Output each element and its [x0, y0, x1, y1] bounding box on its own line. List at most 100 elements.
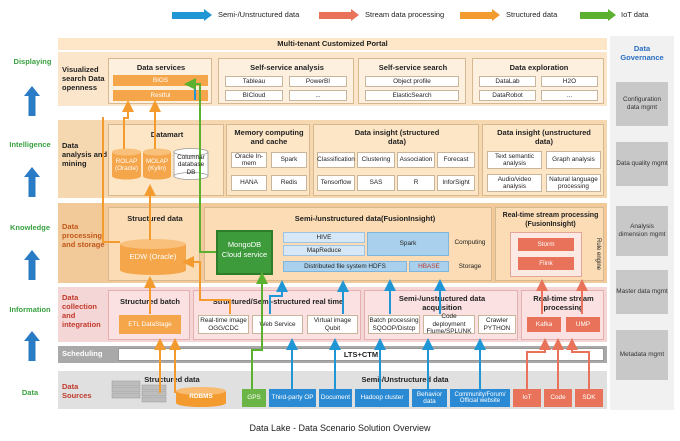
analysis-more-box[interactable]: ... — [289, 90, 347, 101]
governance-config[interactable]: Configuration data mgmt — [616, 82, 668, 126]
source-hadoop[interactable]: Hadoop cluster — [355, 389, 409, 407]
legend-arrow-iot-head-icon — [608, 9, 616, 21]
virtual-image-box[interactable]: Virtual image Qubit — [307, 315, 358, 334]
text-semantic-box[interactable]: Text semantic analysis — [487, 151, 542, 169]
bios-box[interactable]: BIOS — [113, 75, 208, 86]
molap-cylinder-icon — [143, 148, 171, 180]
hbase-box[interactable]: HBASE — [409, 261, 449, 272]
batch-processing-box[interactable]: Batch processing SQOOP/Distcp — [368, 315, 420, 334]
data-services-title: Data services — [136, 63, 186, 72]
stage-intelligence: Intelligence — [9, 140, 51, 149]
nlp-box[interactable]: Natural language processing — [546, 174, 601, 192]
inforsight-box[interactable]: InforSight — [437, 175, 475, 191]
web-service-box[interactable]: Web Service — [252, 315, 303, 334]
source-community[interactable]: Community/Forum/ Official website — [450, 389, 510, 407]
spark-box[interactable]: Spark — [367, 232, 449, 256]
oracle-inmem-box[interactable]: Oracle In-mem — [231, 152, 267, 168]
elasticsearch-box[interactable]: ElasticSearch — [365, 90, 459, 101]
legend-label-iot: IoT data — [621, 10, 649, 19]
code-deployment-box[interactable]: Code deployment Flume/SPLUNK — [423, 313, 475, 335]
object-profile-box[interactable]: Object profile — [365, 76, 459, 87]
graph-analysis-box[interactable]: Graph analysis — [546, 151, 601, 169]
rdbms-label: RDBMS — [189, 393, 213, 400]
exploration-more-box[interactable]: ... — [541, 90, 598, 101]
source-document[interactable]: Document — [319, 389, 352, 407]
hdfs-box[interactable]: Distributed file system HDFS — [283, 261, 407, 272]
kafka-box[interactable]: Kafka — [527, 317, 561, 332]
self-service-analysis-title: Self-service analysis — [250, 63, 324, 72]
h2o-box[interactable]: H2O — [541, 76, 598, 87]
storm-box[interactable]: Storm — [518, 238, 574, 251]
r-box[interactable]: R — [397, 175, 435, 191]
stage-displaying: Displaying — [13, 57, 52, 66]
governance-metadata[interactable]: Metadata mgmt — [616, 330, 668, 380]
mongodb-label: MongoDB Cloud service — [221, 240, 268, 259]
data-exploration-panel: Data exploration DataLab H2O DataRobot .… — [472, 58, 604, 104]
hana-box[interactable]: HANA — [231, 175, 267, 191]
sources-structured-title: Structured data — [144, 375, 200, 384]
stage-information: Information — [9, 305, 51, 314]
bicloud-box[interactable]: BICloud — [225, 90, 283, 101]
tensorflow-box[interactable]: Tensorflow — [317, 175, 355, 191]
source-gps[interactable]: GPS — [242, 389, 266, 407]
sas-box[interactable]: SAS — [357, 175, 395, 191]
audio-video-box[interactable]: Audio/video analysis — [487, 174, 542, 192]
clustering-box[interactable]: Clustering — [357, 152, 395, 168]
source-third-party[interactable]: Third-party OP — [269, 389, 316, 407]
storage-label: Storage — [458, 263, 482, 271]
caption: Data Lake - Data Scenario Solution Overv… — [249, 423, 431, 433]
legend-arrow-iot-icon — [580, 12, 608, 19]
etl-box[interactable]: ETL DataStage — [119, 315, 181, 334]
columnar-label: Columnar database DB — [177, 153, 205, 176]
datarobot-box[interactable]: DataRobot — [479, 90, 536, 101]
molap-label: MOLAP (Kylin) — [145, 157, 169, 173]
edw-label: EDW (Oracle) — [129, 252, 177, 261]
rt-collect-title: Real-time stream processing — [533, 294, 594, 312]
mapreduce-box[interactable]: MapReduce — [283, 245, 365, 256]
datamart-title: Datamart — [150, 130, 184, 139]
portal-title: Multi-tenant Customized Portal — [58, 38, 607, 50]
semi-acq-title: Semi-/unstructured data acquisition — [398, 294, 486, 312]
source-behavior[interactable]: Behavior data — [412, 389, 447, 407]
stage-arrow-up-icon — [24, 250, 40, 280]
ump-box[interactable]: UMP — [566, 317, 600, 332]
powerbi-box[interactable]: PowerBI — [289, 76, 347, 87]
crawler-box[interactable]: Crawler PYTHON — [478, 315, 516, 334]
legend-label-stream: Stream data processing — [365, 10, 445, 19]
hive-box[interactable]: HIVE — [283, 232, 365, 243]
governance-dimension[interactable]: Analysis dimension mgmt — [616, 206, 668, 256]
edw-cylinder-icon — [120, 239, 186, 275]
realtime-image-box[interactable]: Real-time image OGG/CDC — [198, 315, 249, 334]
classification-box[interactable]: Classification — [317, 152, 355, 168]
data-exploration-title: Data exploration — [509, 63, 569, 72]
mongodb-box[interactable]: MongoDB Cloud service — [216, 230, 273, 275]
source-iot[interactable]: IoT — [513, 389, 541, 407]
layer-label-sources: Data Sources — [62, 382, 92, 400]
scheduling-bar — [118, 348, 604, 361]
datalab-box[interactable]: DataLab — [479, 76, 536, 87]
legend-label-semi: Semi-/Unstructured data — [218, 10, 300, 19]
restful-box[interactable]: Restful — [113, 90, 208, 101]
governance-master[interactable]: Master data mgmt — [616, 270, 668, 314]
insight-structured-panel: Data insight (structured data) Classific… — [313, 124, 479, 196]
source-sdk[interactable]: SDK — [575, 389, 603, 407]
rolap-cylinder-icon — [112, 148, 141, 180]
self-service-search-title: Self-service search — [378, 63, 448, 72]
realtime-panel: Real-time stream processing (FusionInsig… — [495, 207, 604, 281]
memory-computing-panel: Memory computing and cache Oracle In-mem… — [226, 124, 310, 196]
stage-knowledge: Knowledge — [9, 223, 50, 232]
tableau-box[interactable]: Tableau — [225, 76, 283, 87]
source-code[interactable]: Code — [544, 389, 572, 407]
association-box[interactable]: Association — [397, 152, 435, 168]
flink-box[interactable]: Flink — [518, 257, 574, 270]
scheduling-value: LTS+CTM — [343, 350, 379, 359]
forecast-box[interactable]: Forecast — [437, 152, 475, 168]
spark-mem-box[interactable]: Spark — [271, 152, 307, 168]
layer-label-scheduling: Scheduling — [62, 349, 103, 358]
legend-arrow-structured-head-icon — [492, 9, 500, 21]
legend-arrow-semi-head-icon — [204, 9, 212, 21]
redis-box[interactable]: Redis — [271, 175, 307, 191]
governance-quality[interactable]: Data quality mgmt — [616, 142, 668, 186]
